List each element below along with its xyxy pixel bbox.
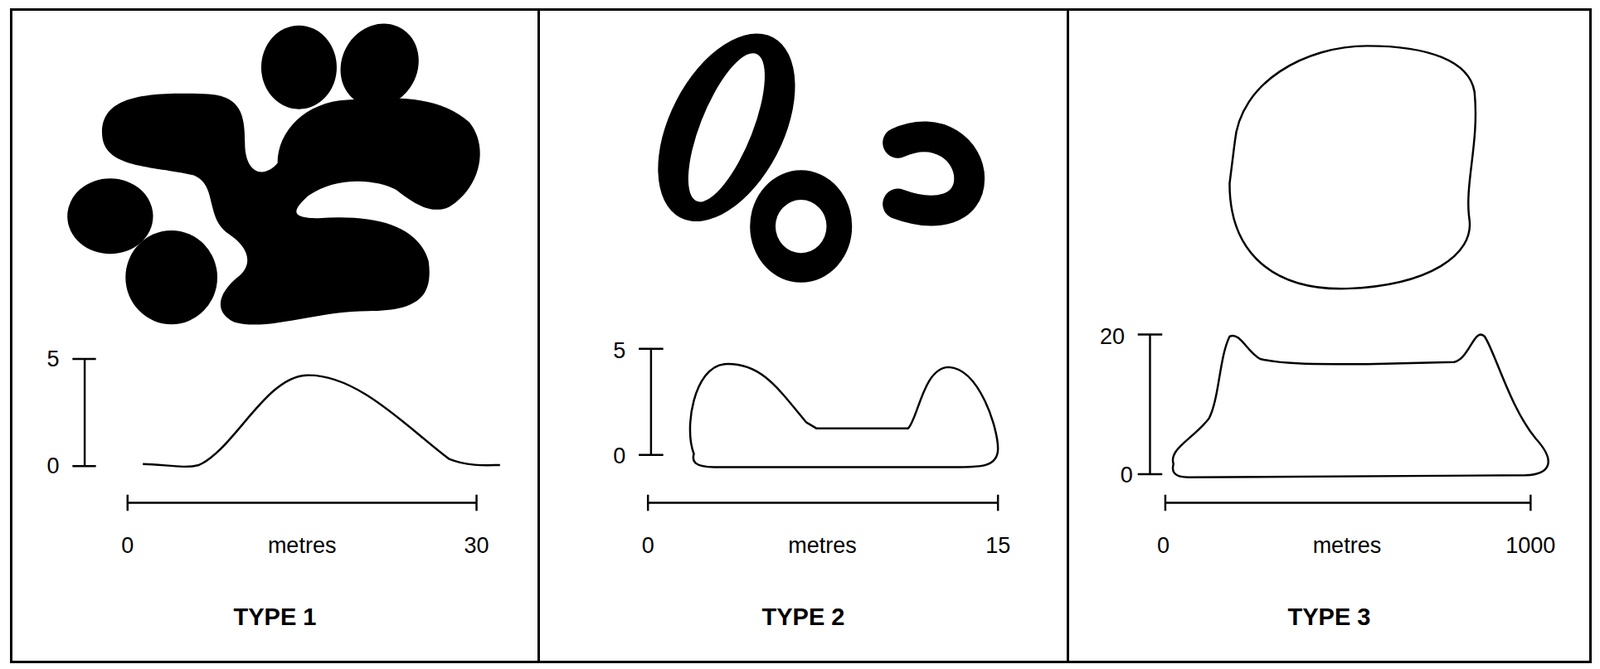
vertical-scale	[638, 349, 664, 456]
scale-number: 20	[1099, 325, 1125, 348]
scale-unit: metres	[267, 534, 337, 558]
diagram-panel: TYPE 3	[1066, 8, 1592, 664]
type3-plan-outline	[1229, 45, 1476, 289]
horizontal-scale	[647, 495, 998, 512]
scale-number: 5	[612, 340, 626, 363]
scale-number: 0	[121, 534, 134, 558]
panel-title: TYPE 3	[1288, 603, 1372, 662]
diagram-panel: TYPE 2	[537, 8, 1070, 664]
horizontal-scale	[1165, 495, 1531, 512]
ring-ridge	[749, 170, 852, 283]
scale-number: 5	[46, 348, 59, 371]
scale-number: 0	[612, 444, 626, 467]
blob	[102, 93, 481, 326]
profiles	[142, 335, 1548, 478]
blob	[67, 178, 153, 254]
scale-number: 15	[985, 534, 1011, 558]
scale-number: 0	[1157, 534, 1170, 558]
horizontal-scale	[127, 495, 477, 512]
type1-plan	[67, 9, 481, 325]
open-ridge	[898, 136, 970, 211]
scale-number: 0	[46, 455, 59, 478]
blob	[261, 25, 337, 110]
scale-unit: metres	[787, 534, 857, 558]
type2-plan	[610, 18, 970, 283]
diagram-panel: TYPE 1	[9, 8, 540, 664]
scale-number: 0	[641, 534, 655, 558]
scale-number: 1000	[1505, 534, 1556, 558]
vertical-scale	[72, 359, 96, 467]
scale-number: 0	[1120, 464, 1134, 487]
scale-bars	[72, 335, 1531, 512]
ring-ridge	[610, 18, 843, 238]
type2-profile	[690, 364, 998, 467]
scale-unit: metres	[1313, 534, 1382, 558]
type1-profile	[142, 375, 501, 467]
scale-number: 30	[463, 534, 489, 558]
type3-profile	[1172, 335, 1549, 478]
panel-title: TYPE 1	[233, 603, 317, 662]
panel-title: TYPE 2	[762, 603, 846, 662]
blob	[125, 230, 218, 325]
vertical-scale	[1137, 335, 1163, 476]
